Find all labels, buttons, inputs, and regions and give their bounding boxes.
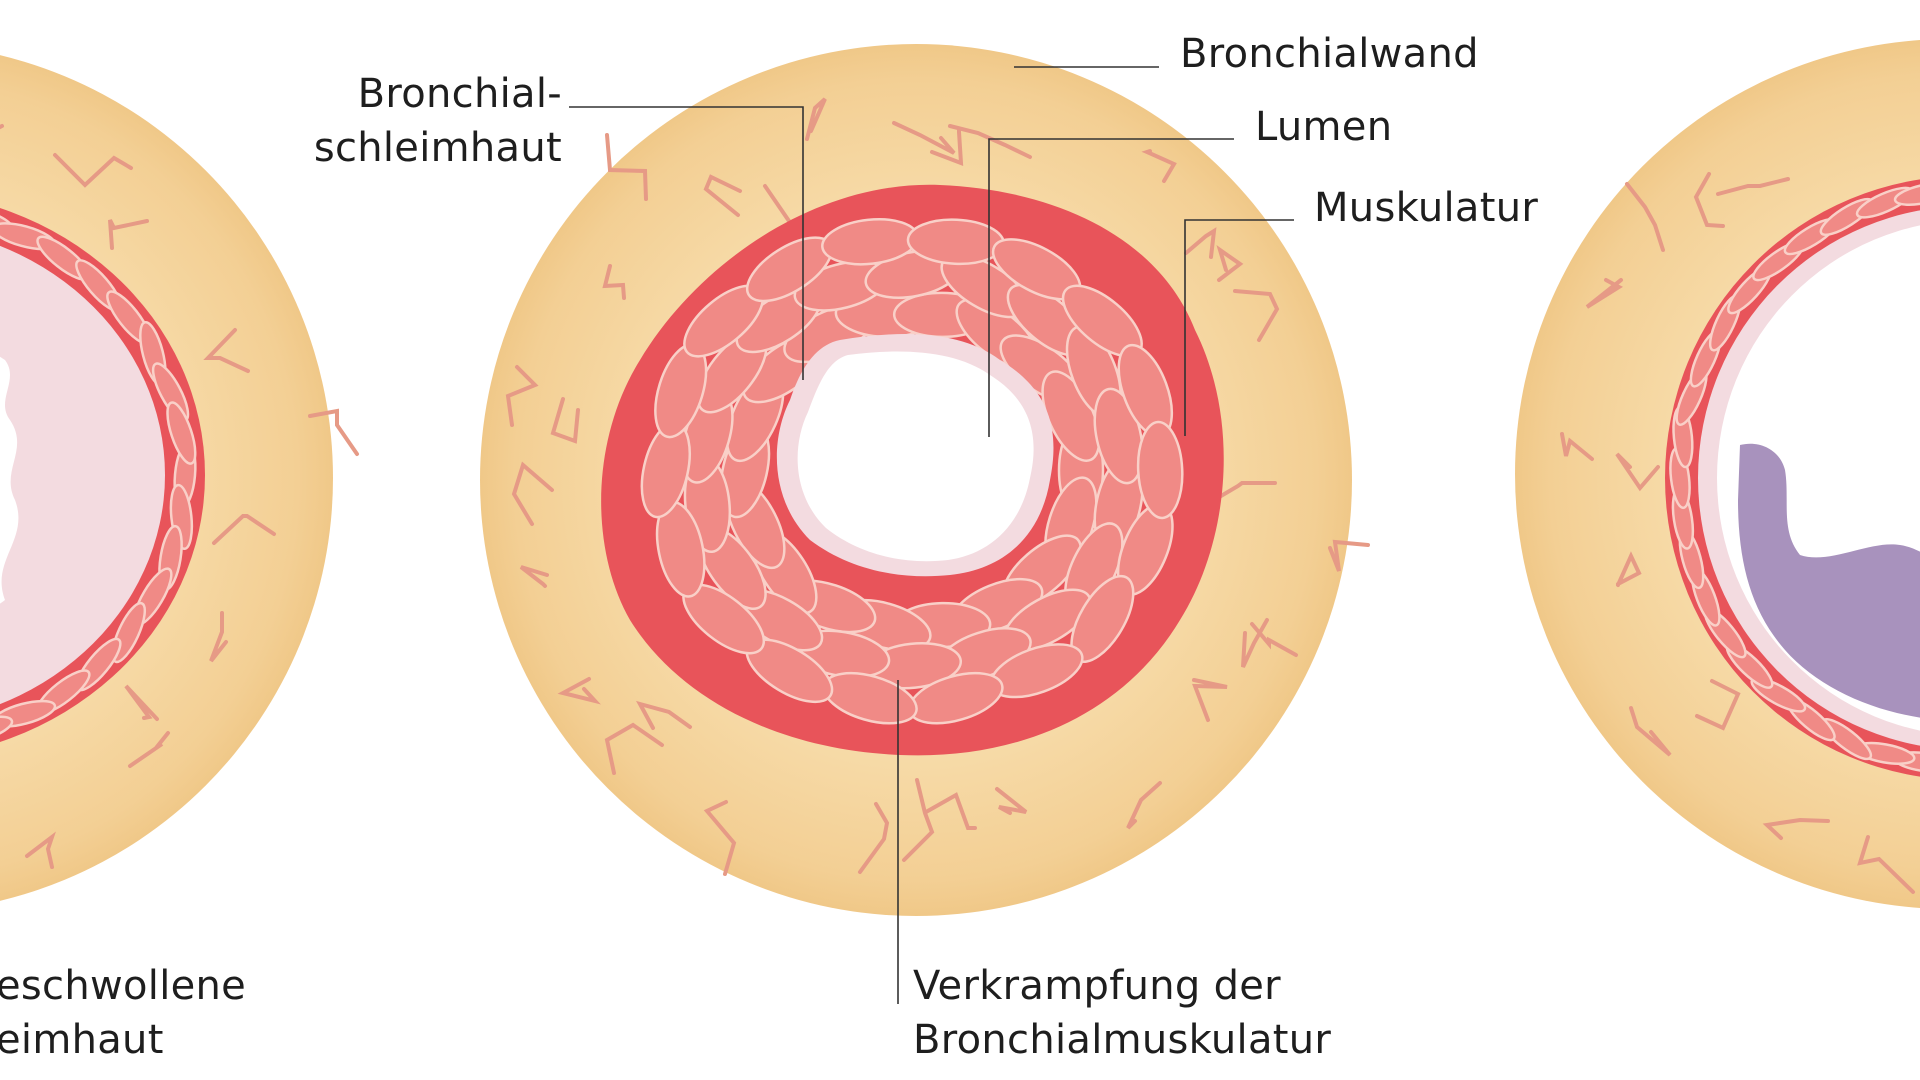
blood-vessel	[605, 133, 648, 201]
center-bronchus-cross-section	[480, 44, 1370, 916]
blood-vessel	[53, 153, 133, 188]
blood-vessel	[703, 800, 737, 876]
label-muskulatur: Muskulatur	[1314, 185, 1539, 231]
muscle-cell	[166, 401, 197, 465]
mucus-plug	[1738, 443, 1920, 718]
muscle-cell	[0, 715, 14, 745]
label-line: schleimhaut	[313, 125, 562, 171]
blood-vessel	[930, 128, 964, 166]
blood-vessel	[128, 731, 170, 768]
label-line: Bronchialmuskulatur	[913, 1017, 1332, 1063]
blood-vessels	[0, 124, 359, 869]
blood-vessel	[1233, 289, 1280, 342]
blood-vessel	[1216, 245, 1244, 282]
blood-vessel	[557, 677, 601, 705]
left-bronchus-cross-section	[0, 55, 359, 901]
blood-vessel	[604, 722, 664, 775]
muscle-cells	[640, 218, 1184, 725]
muscle-cells	[1669, 181, 1920, 774]
lumen	[797, 351, 1034, 562]
blood-vessel	[805, 97, 827, 141]
label-line: Bronchial-	[357, 71, 562, 117]
blood-vessel	[511, 461, 554, 526]
blood-vessel	[1616, 551, 1642, 587]
blood-vessel	[550, 397, 580, 444]
blood-vessel	[1615, 452, 1660, 492]
blood-vessels	[1560, 172, 1915, 894]
blood-vessel	[602, 264, 626, 300]
blood-vessel	[1126, 781, 1162, 830]
blood-vessel	[1328, 539, 1370, 572]
blood-vessel	[892, 121, 956, 155]
blood-vessel	[703, 174, 742, 217]
muscle-cell	[1136, 420, 1184, 520]
muscle-cell	[1893, 181, 1920, 206]
muscle-cells	[0, 205, 197, 745]
blood-vessel	[1625, 182, 1665, 252]
right-bronchus-cross-section	[1515, 40, 1920, 908]
blood-vessel	[505, 365, 539, 427]
blood-vessel	[1857, 835, 1915, 894]
leader-line-muskulatur	[1184, 219, 1294, 436]
blood-vessel	[203, 328, 250, 373]
blood-vessel	[1560, 432, 1594, 461]
blood-vessel	[995, 787, 1028, 815]
label-line: eimhaut	[0, 1017, 164, 1063]
blood-vessel	[858, 802, 890, 874]
blood-vessel	[209, 611, 228, 663]
blood-vessel	[1693, 172, 1725, 228]
blood-vessel	[1585, 278, 1623, 309]
blood-vessel	[924, 792, 977, 830]
label-geschwollene-schleimhaut: eschwollene eimhaut	[0, 959, 246, 1067]
swollen-mucosa	[0, 245, 165, 705]
blood-vessel	[1716, 177, 1790, 196]
blood-vessel	[1141, 149, 1177, 183]
label-line: eschwollene	[0, 963, 247, 1009]
blood-vessel	[1695, 679, 1741, 731]
blood-vessel	[1192, 678, 1228, 722]
leader-line-lumen	[988, 138, 1234, 437]
blood-vessel	[519, 565, 549, 588]
lumen	[0, 356, 19, 604]
label-line: Verkrampfung der	[913, 963, 1281, 1009]
blood-vessel	[902, 778, 935, 862]
blood-vessel	[212, 514, 276, 545]
blood-vessel	[124, 684, 159, 721]
blood-vessel	[1762, 817, 1830, 840]
blood-vessel	[108, 219, 149, 250]
blood-vessel	[1241, 618, 1269, 668]
label-lumen: Lumen	[1255, 104, 1393, 150]
leader-line-schleimhaut	[569, 106, 804, 380]
blood-vessel	[25, 831, 56, 869]
label-bronchialwand: Bronchialwand	[1180, 31, 1479, 77]
blood-vessel	[1629, 706, 1672, 757]
blood-vessel	[308, 408, 359, 456]
leader-lines	[569, 66, 1294, 1004]
blood-vessel	[636, 700, 692, 730]
blood-vessel	[1184, 227, 1217, 259]
label-bronchialschleimhaut: Bronchial- schleimhaut	[300, 67, 562, 175]
label-verkrampfung: Verkrampfung der Bronchialmuskulatur	[913, 959, 1331, 1067]
